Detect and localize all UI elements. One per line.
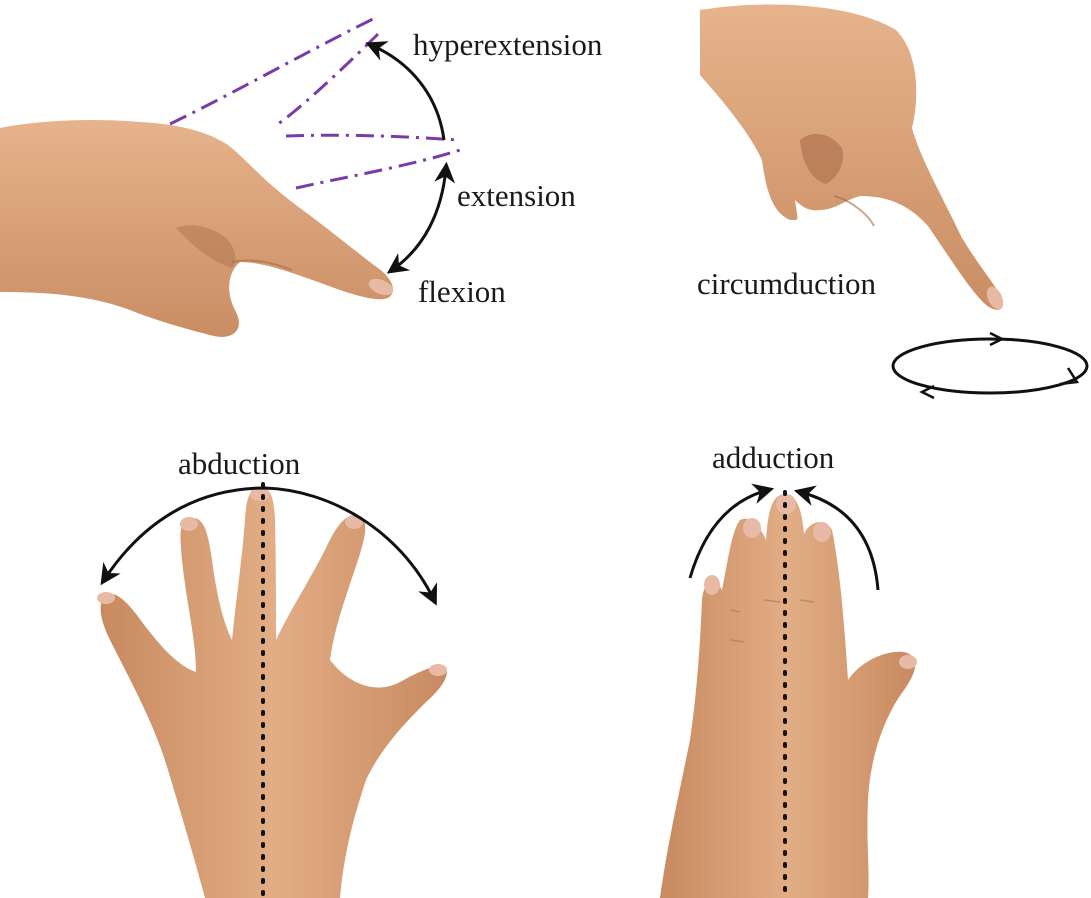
label-circumduction: circumduction — [697, 266, 877, 301]
circumduction-arrowhead-bottom — [922, 386, 934, 398]
panel-hand-abduction: abduction — [97, 446, 447, 898]
fingernail — [813, 522, 831, 542]
extension-outline-lower — [296, 150, 460, 188]
fingernail — [899, 655, 917, 669]
hyperextension-outline-upper — [170, 18, 375, 124]
label-flexion: flexion — [418, 274, 506, 309]
panel-hand-adduction: adduction — [660, 440, 917, 898]
fingernail — [429, 664, 447, 676]
fingernail — [97, 592, 115, 604]
pointing-hand-down — [700, 5, 1003, 310]
hyperextension-outline-lower — [275, 34, 378, 126]
panel-finger-flexion-extension: hyperextension extension flexion — [0, 18, 603, 337]
label-abduction: abduction — [178, 446, 301, 481]
fingernail — [743, 518, 761, 538]
open-hand-spread — [101, 488, 447, 898]
circumduction-loop — [893, 339, 1087, 393]
fingernail — [180, 517, 198, 531]
extension-flexion-arrow — [392, 168, 446, 270]
label-adduction: adduction — [712, 440, 835, 475]
label-extension: extension — [457, 178, 576, 213]
panel-finger-circumduction: circumduction — [697, 5, 1087, 398]
extension-outline-upper — [286, 135, 458, 140]
label-hyperextension: hyperextension — [413, 27, 603, 62]
fingernail — [704, 575, 720, 595]
